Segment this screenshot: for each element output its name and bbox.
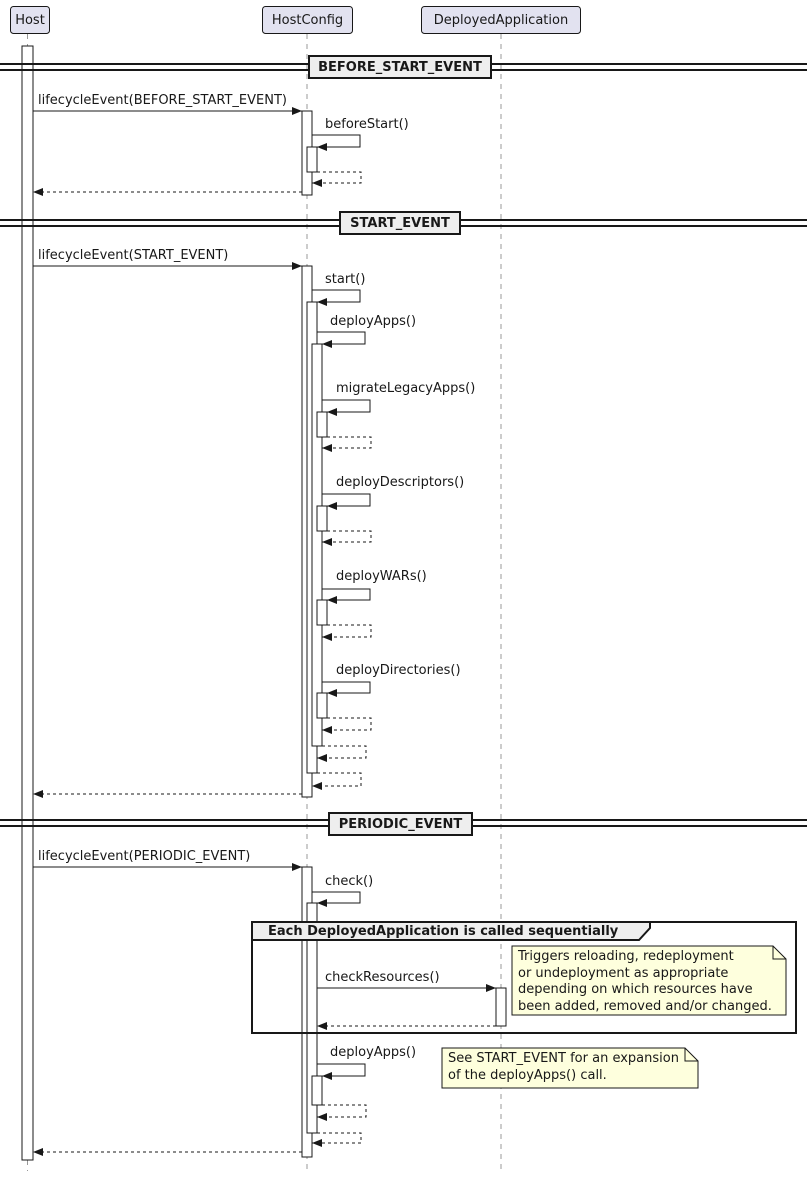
arrow-deploy-descriptors-self [322, 493, 371, 510]
note-fold-icon [684, 1048, 698, 1062]
participant-deployedapplication: DeployedApplication [421, 6, 581, 34]
divider-before-start-event: BEFORE_START_EVENT [308, 55, 492, 79]
message-lifecycle-start: lifecycleEvent(START_EVENT) [38, 248, 229, 263]
arrow-deploy-wars-self [322, 588, 371, 604]
lifelines [27, 34, 502, 1171]
note-deploy-apps-shape [441, 1047, 699, 1089]
activation-bars [21, 45, 507, 1161]
hostconfig-activation-periodic-l2 [306, 902, 318, 1134]
hostconfig-activation-periodic-l3 [311, 1075, 323, 1106]
arrow-start-self [312, 289, 361, 306]
note-check-resources-shape [511, 945, 787, 1016]
arrow-before-start-self [312, 134, 361, 151]
return-check [312, 1132, 362, 1147]
divider-start-event: START_EVENT [339, 211, 461, 235]
hostconfig-activation-directories [316, 692, 328, 719]
participant-host-label: Host [15, 12, 45, 28]
call-arrows [33, 107, 496, 1080]
return-deploy-descriptors [322, 530, 372, 546]
arrow-migrate-legacy-apps-self [322, 399, 371, 416]
return-start [312, 772, 362, 790]
return-before-start [312, 171, 362, 187]
message-lifecycle-before-start: lifecycleEvent(BEFORE_START_EVENT) [38, 93, 287, 108]
divider-lines [0, 63, 807, 827]
message-deploy-directories: deployDirectories() [336, 663, 461, 678]
divider-start-event-label: START_EVENT [350, 215, 450, 231]
participant-deployedapplication-label: DeployedApplication [433, 12, 569, 28]
group-frame-title: Each DeployedApplication is called seque… [268, 924, 619, 939]
hostconfig-activation-wars [316, 599, 328, 626]
note-fold-icon [772, 946, 786, 960]
message-deploy-apps-periodic: deployApps() [330, 1045, 417, 1060]
note-check-resources-text: Triggers reloading, redeployment or unde… [518, 949, 772, 1014]
return-arrows [33, 171, 496, 1156]
message-deploy-descriptors: deployDescriptors() [336, 475, 465, 490]
hostconfig-activation-before-l2 [306, 146, 318, 173]
return-deploy-directories [322, 717, 372, 734]
note-shapes [441, 945, 787, 1089]
hostconfig-activation-migrate [316, 411, 328, 438]
arrow-deploy-apps-self [317, 331, 366, 348]
message-lifecycle-periodic: lifecycleEvent(PERIODIC_EVENT) [38, 849, 251, 864]
hostconfig-activation-start-l3 [311, 343, 323, 747]
return-deploy-apps-periodic [317, 1104, 367, 1121]
message-deploy-apps: deployApps() [330, 314, 417, 329]
return-deploy-wars [322, 624, 372, 641]
message-before-start: beforeStart() [325, 117, 409, 132]
group-frame-header [251, 921, 651, 941]
message-check-resources: checkResources() [325, 970, 440, 985]
return-deploy-apps [317, 745, 367, 762]
participant-hostconfig-label: HostConfig [271, 12, 344, 28]
message-check: check() [325, 874, 374, 889]
divider-before-start-event-label: BEFORE_START_EVENT [318, 59, 482, 75]
hostconfig-activation-descriptors [316, 505, 328, 532]
message-deploy-wars: deployWARs() [336, 569, 427, 584]
deployedapplication-activation-bar [495, 987, 507, 1027]
message-start: start() [325, 272, 366, 287]
arrow-check-self [312, 891, 361, 907]
host-activation-bar [21, 45, 34, 1161]
divider-periodic-event: PERIODIC_EVENT [328, 812, 473, 836]
divider-periodic-event-label: PERIODIC_EVENT [338, 816, 463, 832]
participant-host: Host [10, 6, 50, 34]
message-migrate-legacy-apps: migrateLegacyApps() [336, 381, 476, 396]
arrow-deploy-apps-periodic-self [317, 1063, 366, 1080]
note-deploy-apps-text: See START_EVENT for an expansion of the … [448, 1051, 679, 1083]
participant-hostconfig: HostConfig [262, 6, 353, 34]
arrow-deploy-directories-self [322, 681, 371, 697]
group-frame [251, 921, 797, 1034]
return-migrate-legacy-apps [322, 436, 372, 452]
